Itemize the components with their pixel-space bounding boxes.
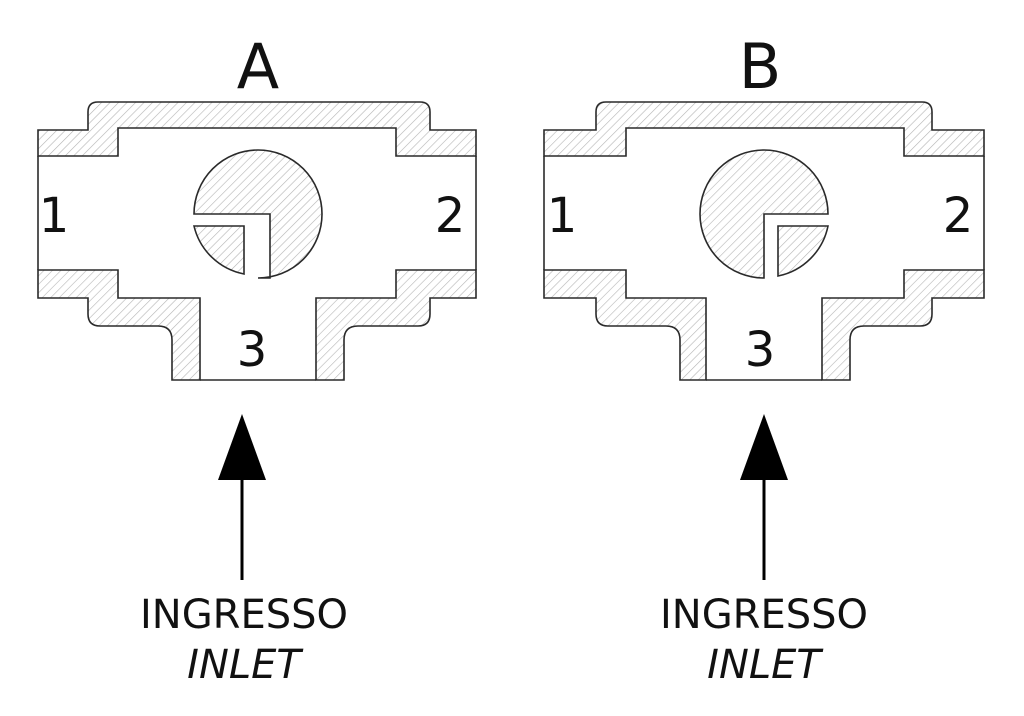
port-3-label-b: 3 xyxy=(745,322,776,378)
port-1-label-b: 1 xyxy=(547,188,578,244)
inlet-label-en-a: INLET xyxy=(187,642,304,688)
port-1-label-a: 1 xyxy=(39,188,70,244)
inlet-label-a: INGRESSO xyxy=(140,592,348,638)
inlet-label-b: INGRESSO xyxy=(660,592,868,638)
panel-title-a: A xyxy=(237,30,279,103)
valve-ball-a xyxy=(192,149,323,279)
valve-body-bottom-right-wall-a xyxy=(315,269,477,381)
inlet-arrow-b xyxy=(740,414,788,580)
valve-body-a xyxy=(37,101,477,381)
valve-body-top-wall-b xyxy=(543,101,985,157)
valve-panel-b: B 1 2 3 INGRESSO INLET xyxy=(543,30,985,688)
valve-body-bottom-left-wall-b xyxy=(543,269,707,381)
inlet-label-en-b: INLET xyxy=(707,642,824,688)
valve-body-b xyxy=(543,101,985,381)
valve-panel-a: A 1 2 3 INGRESSO INLET xyxy=(37,30,477,688)
port-2-label-a: 2 xyxy=(435,188,466,244)
port-3-label-a: 3 xyxy=(237,322,268,378)
valve-ball-b xyxy=(699,149,829,279)
port-2-label-b: 2 xyxy=(943,188,974,244)
panel-title-b: B xyxy=(739,30,782,103)
valve-body-bottom-left-wall-a xyxy=(37,269,201,381)
inlet-arrow-a xyxy=(218,414,266,580)
valve-body-bottom-right-wall-b xyxy=(821,269,985,381)
valve-body-top-wall-a xyxy=(37,101,477,157)
